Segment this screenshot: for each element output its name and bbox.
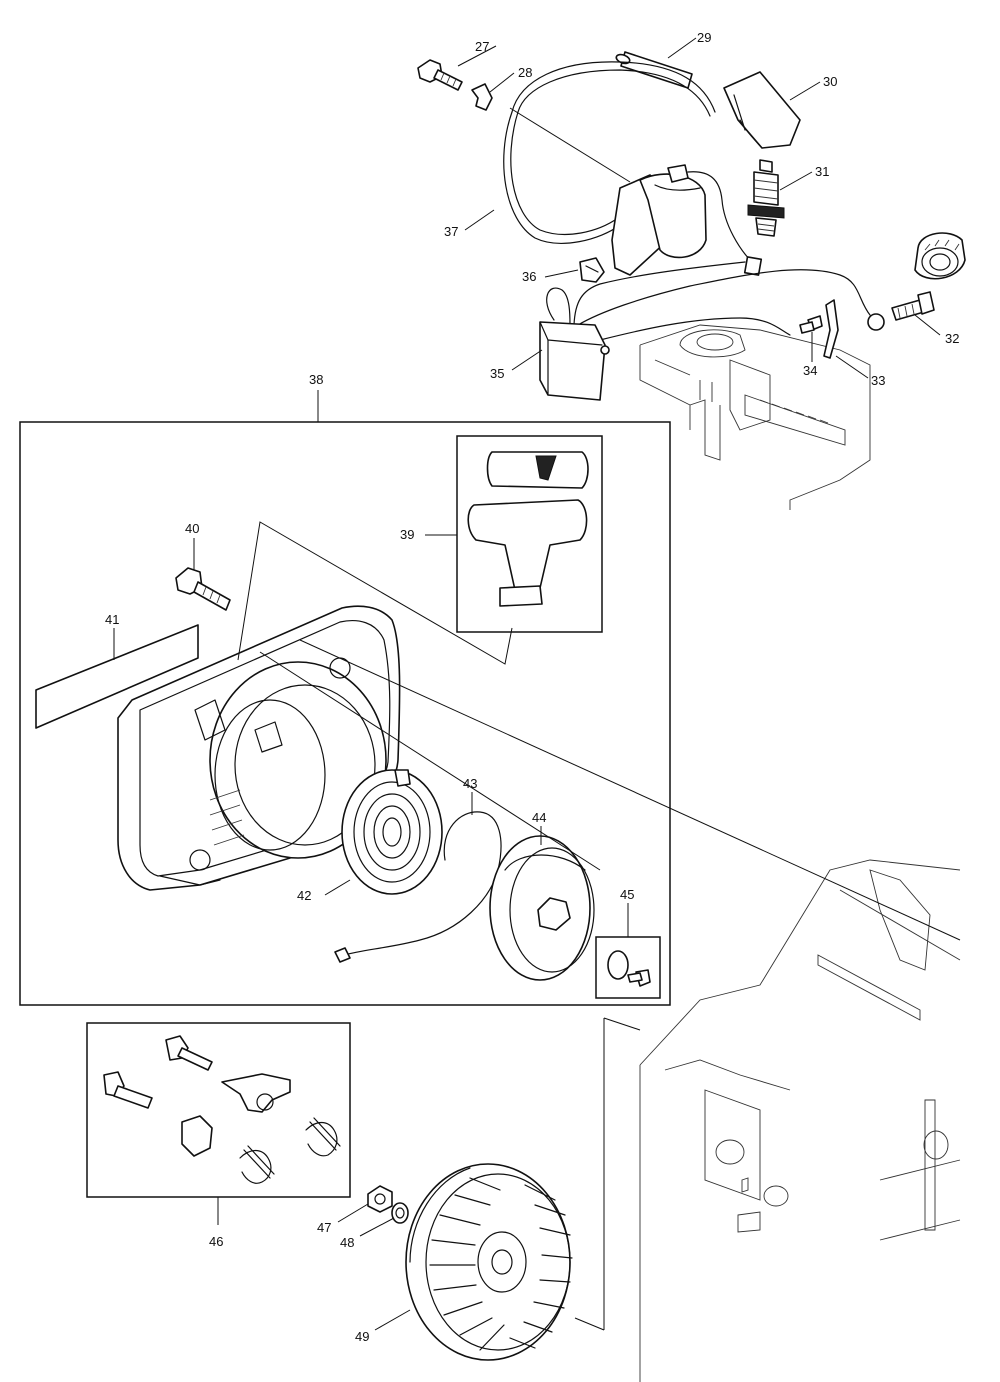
label-44: 44: [532, 810, 546, 825]
grommet-36: [579, 257, 605, 283]
label-34: 34: [803, 363, 817, 378]
bolt-32: [867, 291, 935, 331]
starter-handle-39: [467, 451, 589, 607]
screw-34: [799, 315, 823, 334]
washer-48: [391, 1202, 409, 1224]
label-41: 41: [105, 612, 119, 627]
pulley-44: [489, 835, 595, 981]
leader-lines: [113, 37, 961, 1331]
flywheel-49: [405, 1163, 573, 1361]
cap-part: [914, 232, 966, 280]
label-30: 30: [823, 74, 837, 89]
ignition-coil-37: [503, 61, 763, 276]
label-45: 45: [620, 887, 634, 902]
boot-30: [723, 71, 801, 149]
screw-45: [607, 950, 651, 987]
label-39: 39: [400, 527, 414, 542]
module-35: [539, 261, 871, 401]
label-40: 40: [185, 521, 199, 536]
lever-33: [823, 299, 839, 359]
label-42: 42: [297, 888, 311, 903]
label-48: 48: [340, 1235, 354, 1250]
bolt-40: [175, 567, 231, 611]
label-49: 49: [355, 1329, 369, 1344]
label-36: 36: [522, 269, 536, 284]
engine-housing-top: [639, 324, 871, 510]
label-43: 43: [463, 776, 477, 791]
starter-assembly-frame: [19, 421, 671, 1006]
starter-housing: [117, 605, 401, 891]
spark-plug-31: [747, 159, 785, 237]
clip-28: [471, 83, 493, 111]
nut-47: [367, 1185, 393, 1213]
pawl-kit-46: [103, 1035, 341, 1184]
label-47: 47: [317, 1220, 331, 1235]
label-38: 38: [309, 372, 323, 387]
handle-box: [456, 435, 603, 633]
label-31: 31: [815, 164, 829, 179]
label-33: 33: [871, 373, 885, 388]
label-28: 28: [518, 65, 532, 80]
recoil-spring-42: [341, 769, 443, 895]
screw-27: [417, 59, 463, 91]
part-number-labels: 27 28 29 30 31 32 33 34 35 36 37 38 39 4…: [105, 30, 959, 1344]
label-37: 37: [444, 224, 458, 239]
label-29: 29: [697, 30, 711, 45]
label-41: [35, 624, 199, 729]
label-32: 32: [945, 331, 959, 346]
label-35: 35: [490, 366, 504, 381]
label-46: 46: [209, 1234, 223, 1249]
label-27: 27: [475, 39, 489, 54]
pawl-kit-box-46: [86, 1022, 351, 1198]
engine-housing-bottom: [639, 859, 961, 1382]
